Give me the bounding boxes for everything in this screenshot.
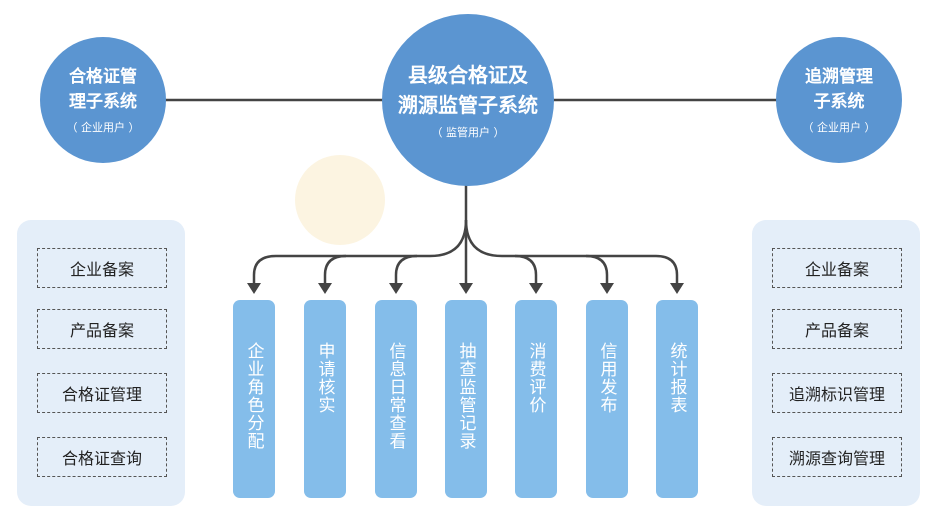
- module-label: 消费评价: [525, 342, 546, 414]
- left-subtitle: （ 企业用户 ）: [66, 121, 140, 134]
- right-item-trace-label-management[interactable]: 追溯标识管理: [772, 373, 902, 413]
- module-label: 信用发布: [596, 342, 617, 414]
- module-statistics-report[interactable]: 统计报表: [656, 300, 698, 498]
- left-title-line1: 合格证管: [69, 67, 137, 87]
- left-item-certificate-management[interactable]: 合格证管理: [37, 373, 167, 413]
- right-title-line2: 子系统: [813, 92, 865, 112]
- arrow-down-icon: [247, 283, 261, 294]
- left-item-product-filing[interactable]: 产品备案: [37, 309, 167, 349]
- branch-2: [323, 254, 347, 290]
- module-label: 统计报表: [666, 342, 687, 414]
- right-subsystem-panel: 企业备案 产品备案 追溯标识管理 溯源查询管理: [752, 220, 920, 506]
- right-item-trace-query-management[interactable]: 溯源查询管理: [772, 437, 902, 477]
- left-title-line2: 理子系统: [69, 92, 137, 112]
- module-application-verification[interactable]: 申请核实: [304, 300, 346, 498]
- arrow-down-icon: [318, 283, 332, 294]
- module-consumer-review[interactable]: 消费评价: [515, 300, 557, 498]
- module-daily-info-view[interactable]: 信息日常查看: [375, 300, 417, 498]
- left-item-certificate-query[interactable]: 合格证查询: [37, 437, 167, 477]
- center-subtitle: （ 监管用户 ）: [431, 126, 505, 139]
- left-subsystem-panel: 企业备案 产品备案 合格证管理 合格证查询: [17, 220, 185, 506]
- module-label: 抽查监管记录: [455, 342, 476, 450]
- right-subtitle: （ 企业用户 ）: [802, 121, 876, 134]
- center-title-line2: 溯源监管子系统: [398, 93, 538, 117]
- module-label: 企业角色分配: [243, 342, 264, 450]
- module-label: 申请核实: [314, 342, 335, 414]
- right-title-line1: 追溯管理: [805, 67, 873, 87]
- module-credit-publishing[interactable]: 信用发布: [586, 300, 628, 498]
- center-system-node[interactable]: 县级合格证及 溯源监管子系统 （ 监管用户 ）: [382, 14, 554, 186]
- arrow-down-icon: [459, 283, 473, 294]
- arrow-down-icon: [389, 283, 403, 294]
- arrow-down-icon: [529, 283, 543, 294]
- left-subsystem-node[interactable]: 合格证管 理子系统 （ 企业用户 ）: [40, 37, 166, 163]
- module-inspection-records[interactable]: 抽查监管记录: [445, 300, 487, 498]
- watermark-logo-icon: [295, 155, 385, 245]
- branch-5: [514, 254, 538, 290]
- center-title-line1: 县级合格证及: [408, 63, 528, 87]
- module-role-assignment[interactable]: 企业角色分配: [233, 300, 275, 498]
- left-item-enterprise-filing[interactable]: 企业备案: [37, 248, 167, 288]
- branch-3: [394, 254, 418, 290]
- branch-7: [464, 219, 679, 290]
- arrow-down-icon: [600, 283, 614, 294]
- arrow-down-icon: [670, 283, 684, 294]
- module-label: 信息日常查看: [385, 342, 406, 450]
- right-item-enterprise-filing[interactable]: 企业备案: [772, 248, 902, 288]
- branch-1: [252, 219, 468, 290]
- branch-6: [585, 254, 609, 290]
- right-item-product-filing[interactable]: 产品备案: [772, 309, 902, 349]
- right-subsystem-node[interactable]: 追溯管理 子系统 （ 企业用户 ）: [776, 37, 902, 163]
